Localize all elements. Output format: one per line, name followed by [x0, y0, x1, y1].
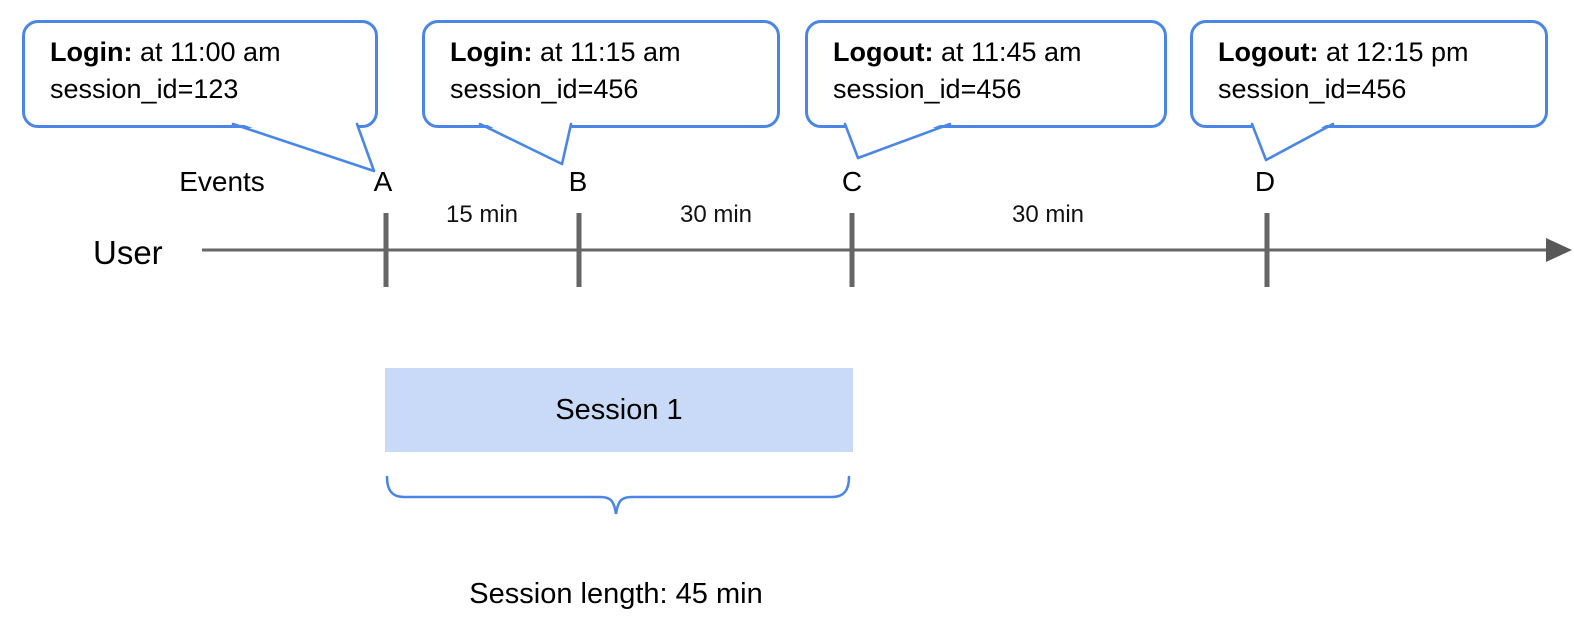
event-marker-a: A [373, 166, 393, 197]
interval-label-cd: 30 min [1011, 201, 1085, 228]
callout-session-id: session_id=456 [1218, 74, 1407, 104]
callout-event-time: at 11:00 am [132, 37, 281, 67]
session-length-label: Session length: 45 min [469, 578, 763, 610]
callout-event-time: at 12:15 pm [1318, 37, 1469, 67]
callout-session-id: session_id=456 [833, 74, 1022, 104]
callout-event-type: Login: [450, 37, 533, 67]
callout-line1: Login: at 11:15 am [450, 34, 777, 71]
callout-logout-d: Logout: at 12:15 pm session_id=456 [1190, 20, 1548, 128]
callout-line1: Login: at 11:00 am [50, 34, 375, 71]
interval-label-ab: 15 min [445, 201, 519, 228]
user-label: User [93, 234, 163, 271]
session-1-bar: Session 1 [385, 368, 853, 452]
callout-tail-a [231, 121, 376, 173]
callout-event-type: Logout: [833, 37, 934, 67]
callout-logout-c: Logout: at 11:45 am session_id=456 [805, 20, 1167, 128]
event-marker-b: B [568, 166, 588, 197]
callout-event-type: Logout: [1218, 37, 1319, 67]
interval-label-bc: 30 min [679, 201, 753, 228]
event-marker-c: C [841, 166, 863, 197]
callout-line1: Logout: at 11:45 am [833, 34, 1164, 71]
session-1-label: Session 1 [555, 393, 683, 426]
callout-event-type: Login: [50, 37, 133, 67]
callout-event-time: at 11:45 am [933, 37, 1082, 67]
session-length-brace [385, 475, 851, 515]
timeline-arrowhead-icon [1546, 238, 1572, 262]
callout-session-id: session_id=123 [50, 74, 239, 104]
callout-login-b: Login: at 11:15 am session_id=456 [422, 20, 780, 128]
callout-session-id: session_id=456 [450, 74, 639, 104]
callout-login-a: Login: at 11:00 am session_id=123 [22, 20, 378, 128]
callout-line1: Logout: at 12:15 pm [1218, 34, 1545, 71]
events-label: Events [179, 166, 265, 197]
callout-event-time: at 11:15 am [532, 37, 681, 67]
event-marker-d: D [1254, 166, 1276, 197]
